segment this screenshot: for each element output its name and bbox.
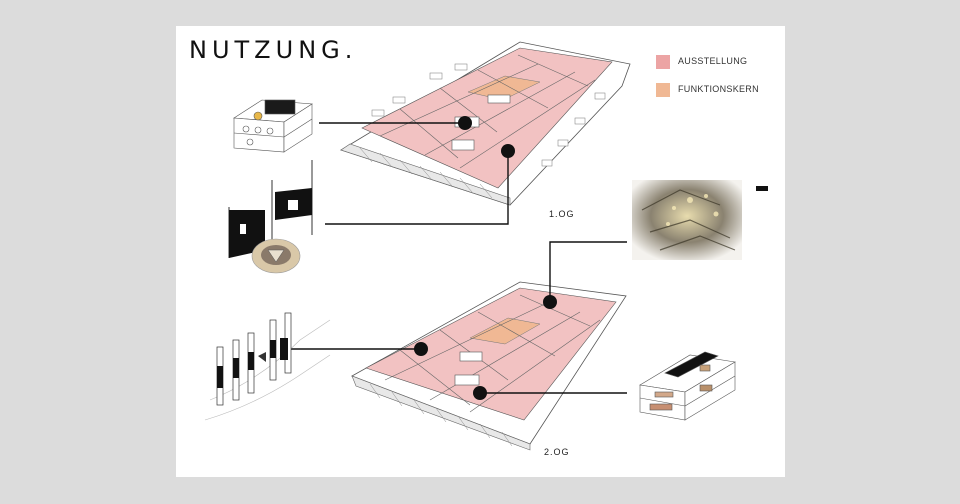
- marker-dot-lower-1: [543, 295, 557, 309]
- vignette-image-collage: [632, 180, 768, 260]
- marker-dot-upper-1: [458, 116, 472, 130]
- page-title: NUTZUNG.: [189, 36, 358, 64]
- legend-label-funktionskern: FUNKTIONSKERN: [678, 84, 759, 94]
- marker-dot-upper-2: [501, 144, 515, 158]
- vignette-display-cabinet: [233, 99, 313, 153]
- floor-label-lower: 2.OG: [544, 447, 570, 457]
- marker-dot-lower-2: [414, 342, 428, 356]
- floor-label-upper: 1.OG: [549, 209, 575, 219]
- vignette-wall-panels: [228, 160, 313, 274]
- legend-label-ausstellung: AUSSTELLUNG: [678, 56, 748, 66]
- legend-swatch-funktionskern: [656, 83, 670, 97]
- legend-swatch-ausstellung: [656, 55, 670, 69]
- vignette-vertical-panels: [204, 312, 331, 421]
- floor-plan-upper: [340, 41, 631, 206]
- marker-dot-lower-3: [473, 386, 487, 400]
- connector-lines: [286, 122, 627, 394]
- floor-plan-lower: [351, 281, 627, 451]
- vignette-model-shelf: [639, 351, 736, 421]
